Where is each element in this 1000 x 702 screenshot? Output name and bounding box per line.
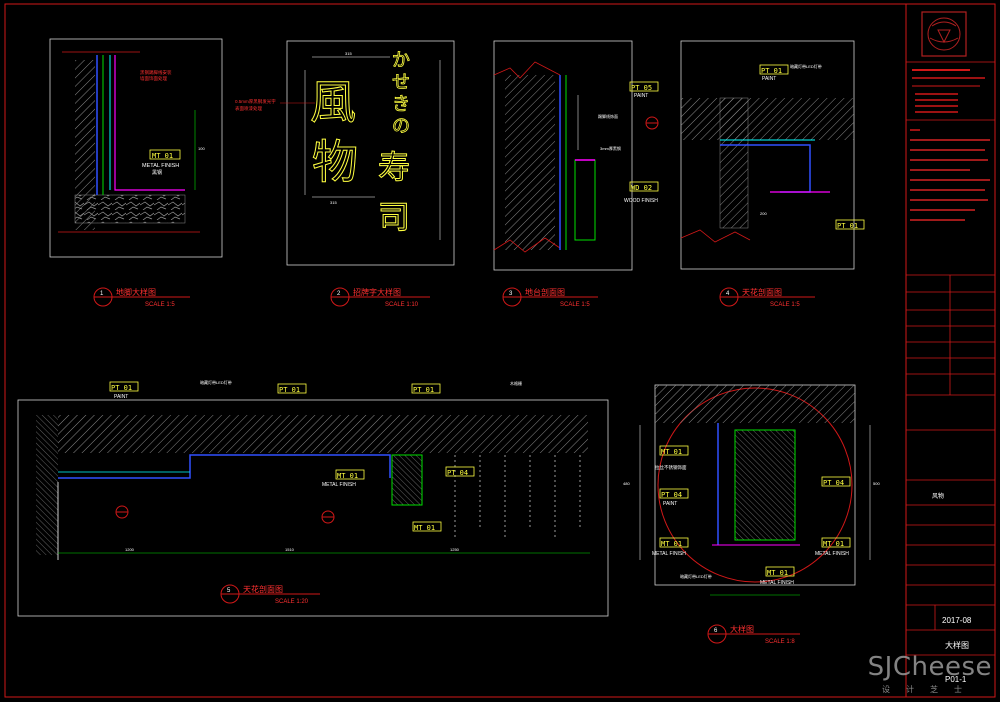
d5-scale: SCALE 1:20 bbox=[275, 599, 309, 605]
d6-num: 6 bbox=[714, 628, 718, 634]
d3-num: 3 bbox=[509, 291, 513, 297]
d2-scale: SCALE 1:10 bbox=[385, 302, 419, 308]
svg-text:0.5mm厚黑钢发光字: 0.5mm厚黑钢发光字 bbox=[235, 98, 276, 105]
d3-tag1: PT 05 bbox=[631, 84, 652, 92]
title-block: 2017-08 大样图 P01-1 风物 bbox=[905, 3, 996, 698]
sign-char-1: 風 bbox=[310, 75, 356, 129]
d4-title: 天花剖面图 bbox=[742, 287, 782, 297]
watermark-brand: SJCheese bbox=[867, 652, 992, 682]
watermark-sub: 设计芝士 bbox=[882, 685, 978, 694]
sign-kana-3: き bbox=[392, 94, 410, 114]
svg-text:踢脚线饰面: 踢脚线饰面 bbox=[598, 113, 618, 119]
title-sheet-no: P01-1 bbox=[945, 675, 967, 684]
sign-char-3: 寿 bbox=[378, 148, 410, 186]
d2-title: 招牌字大样图 bbox=[353, 287, 401, 297]
d1-tag: MT 01 bbox=[152, 152, 173, 160]
logo-seal bbox=[921, 11, 967, 57]
d1-scale: SCALE 1:5 bbox=[145, 302, 175, 308]
d3-tag2: WD 02 bbox=[631, 184, 652, 192]
d3-tag2-note: WOOD FINISH bbox=[624, 198, 658, 204]
detail-1-label: 1 地脚大样图 SCALE 1:5 bbox=[93, 287, 190, 308]
d6-tag-1: MT 01 bbox=[661, 448, 682, 456]
d3-scale: SCALE 1:5 bbox=[560, 302, 590, 308]
detail-3-platform: PT 05 PAINT WD 02 WOOD FINISH 踢脚线饰面 3mm厚… bbox=[493, 40, 659, 271]
d6-tag-5: MT 01 bbox=[823, 540, 844, 548]
detail-4-ceiling: PT 01 PAINT PT 01 暗藏灯带LED灯带 200 bbox=[680, 40, 865, 270]
detail-4-label: 4 天花剖面图 SCALE 1:5 bbox=[719, 287, 815, 308]
d6-tag-6: MT 01 bbox=[767, 569, 788, 577]
svg-text:暗藏灯带LED灯带: 暗藏灯带LED灯带 bbox=[790, 63, 822, 69]
d5-tag-3: PT 01 bbox=[413, 386, 434, 394]
d6-metal-3: METAL FINISH bbox=[760, 580, 794, 586]
svg-text:墙面饰面处理: 墙面饰面处理 bbox=[140, 75, 167, 82]
detail-6-label: 6 大样图 SCALE 1:8 bbox=[707, 624, 800, 645]
detail-2-signage: 315 315 0.5mm厚黑钢发光字 表面喷漆处理 風 物 か せ き の 寿… bbox=[235, 40, 455, 266]
svg-text:木格栅: 木格栅 bbox=[510, 380, 522, 386]
d6-tag-2: PT 04 bbox=[661, 491, 682, 499]
d1-note: METAL FINISH bbox=[142, 163, 179, 169]
d6-metal-2: METAL FINISH bbox=[815, 551, 849, 557]
detail-2-label: 2 招牌字大样图 SCALE 1:10 bbox=[330, 287, 430, 308]
svg-text:3mm厚黑钢: 3mm厚黑钢 bbox=[600, 145, 621, 151]
svg-text:暗藏灯带LED灯带: 暗藏灯带LED灯带 bbox=[200, 379, 232, 385]
svg-text:风物: 风物 bbox=[932, 492, 944, 500]
svg-text:1510: 1510 bbox=[285, 547, 295, 552]
svg-text:1200: 1200 bbox=[125, 547, 135, 552]
d5-mt-tag: MT 01 bbox=[337, 472, 358, 480]
svg-text:100: 100 bbox=[198, 146, 205, 151]
sign-kana-1: か bbox=[392, 50, 410, 70]
d3-tag1-note: PAINT bbox=[634, 93, 648, 99]
d6-paint: PAINT bbox=[663, 501, 677, 507]
d1-title: 地脚大样图 bbox=[116, 287, 156, 297]
d3-title: 地台剖面图 bbox=[525, 287, 565, 297]
d5-tag-2: PT 01 bbox=[279, 386, 300, 394]
d6-title: 大样图 bbox=[730, 624, 754, 634]
d6-metal-1: METAL FINISH bbox=[652, 551, 686, 557]
d5-mt-note: METAL FINISH bbox=[322, 482, 356, 488]
d5-pt4-tag: PT 04 bbox=[447, 469, 468, 477]
d6-tag-4: MT 01 bbox=[661, 540, 682, 548]
d1-note-cn: 黑钢 bbox=[152, 169, 162, 176]
svg-text:200: 200 bbox=[760, 211, 767, 216]
sign-char-2: 物 bbox=[312, 135, 358, 189]
sign-kana-2: せ bbox=[392, 72, 410, 92]
svg-text:拉丝不锈钢饰面: 拉丝不锈钢饰面 bbox=[655, 464, 687, 471]
detail-6-large: 480 500 MT 01 拉丝不锈钢饰面 PT 04 PAINT PT 04 … bbox=[623, 384, 880, 596]
sign-char-4: 司 bbox=[378, 198, 410, 236]
detail-5-ceiling-section: 1200 1510 1250 PT 01 PAINT PT 01 PT 01 M… bbox=[17, 379, 609, 617]
title-date: 2017-08 bbox=[942, 616, 972, 625]
d1-num: 1 bbox=[100, 291, 104, 297]
svg-text:表面喷漆处理: 表面喷漆处理 bbox=[235, 105, 262, 112]
title-sheet-name: 大样图 bbox=[945, 640, 969, 650]
detail-1-baseboard: 黑钢踢脚线安装 墙面饰面处理 MT 01 METAL FINISH 黑钢 100 bbox=[49, 38, 223, 258]
sign-kana-4: の bbox=[392, 116, 410, 136]
svg-text:500: 500 bbox=[873, 481, 880, 486]
svg-text:315: 315 bbox=[330, 200, 337, 205]
svg-text:黑钢踢脚线安装: 黑钢踢脚线安装 bbox=[140, 69, 172, 76]
d4-tag2: PT 01 bbox=[837, 222, 858, 230]
detail-5-label: 5 天花剖面图 SCALE 1:20 bbox=[220, 584, 320, 605]
detail-3-label: 3 地台剖面图 SCALE 1:5 bbox=[502, 287, 598, 308]
d2-num: 2 bbox=[337, 291, 341, 297]
d4-scale: SCALE 1:5 bbox=[770, 302, 800, 308]
svg-text:315: 315 bbox=[345, 51, 352, 56]
d5-tag-1-note: PAINT bbox=[114, 394, 128, 400]
d6-scale: SCALE 1:8 bbox=[765, 639, 795, 645]
svg-text:480: 480 bbox=[623, 481, 630, 486]
svg-text:暗藏灯带LED灯带: 暗藏灯带LED灯带 bbox=[680, 573, 712, 579]
d4-num: 4 bbox=[726, 291, 730, 297]
d6-tag-3: PT 04 bbox=[823, 479, 844, 487]
d4-tag1: PT 01 bbox=[761, 67, 782, 75]
svg-text:1250: 1250 bbox=[450, 547, 460, 552]
d5-mt-tag-2: MT 01 bbox=[414, 524, 435, 532]
d5-tag-1: PT 01 bbox=[111, 384, 132, 392]
d5-num: 5 bbox=[227, 588, 231, 594]
d5-title: 天花剖面图 bbox=[243, 584, 283, 594]
d4-tag1-note: PAINT bbox=[762, 76, 776, 82]
